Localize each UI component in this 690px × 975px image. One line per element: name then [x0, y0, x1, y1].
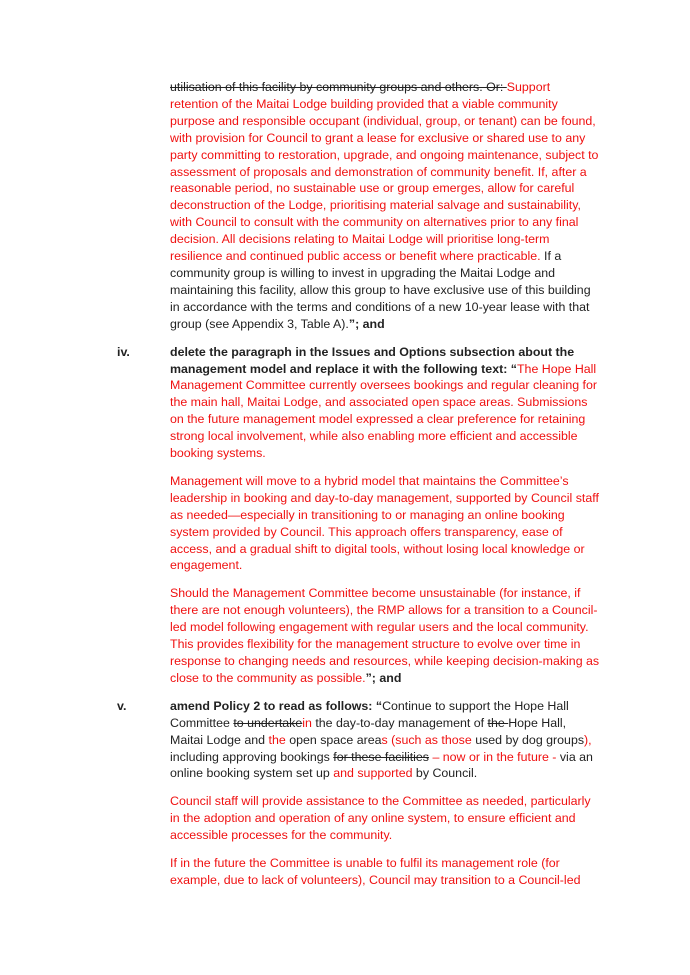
list-item-number: iv. [117, 344, 130, 359]
bold-text: delete the paragraph in the Issues and O… [170, 344, 575, 376]
inserted-text: The Hope Hall Management Committee curre… [170, 361, 598, 461]
list-item: v.amend Policy 2 to read as follows: “Co… [117, 698, 600, 889]
deleted-text: for these facilities [333, 749, 429, 764]
body-text: If a community group is willing to inves… [170, 249, 591, 331]
deleted-text: utilisation of this facility by communit… [170, 80, 507, 94]
list-item: iv. delete the paragraph in the Issues an… [117, 344, 600, 687]
body-text: via an online booking system set up [170, 749, 593, 781]
paragraph: delete the paragraph in the Issues and O… [170, 344, 600, 462]
body-text: open space area [285, 732, 382, 747]
paragraph: utilisation of this facility by communit… [170, 79, 600, 333]
document-page: utilisation of this facility by communit… [117, 79, 600, 900]
bold-text: amend Policy 2 to read as follows: “ [170, 698, 383, 713]
paragraph: Management will move to a hybrid model t… [170, 473, 600, 574]
body-text: used by dog groups [471, 732, 585, 747]
deleted-text: the [487, 715, 509, 730]
inserted-text: Support retention of the Maitai Lodge bu… [170, 80, 599, 264]
inserted-text: Council staff will provide assistance to… [170, 794, 591, 843]
inserted-text: ), [584, 732, 592, 747]
inserted-text: s (such as those [381, 732, 472, 747]
body-text: the day-to-day management of [311, 715, 488, 730]
inserted-text: and supported [333, 766, 413, 781]
paragraph: Should the Management Committee become u… [170, 585, 600, 686]
paragraph: amend Policy 2 to read as follows: “Cont… [170, 698, 600, 783]
inserted-text: Should the Management Committee become u… [170, 586, 600, 685]
body-text: including approving bookings [170, 749, 334, 764]
paragraph: Council staff will provide assistance to… [170, 793, 600, 844]
list-item-number: v. [117, 698, 127, 713]
body-text: Hope Hall, Maitai Lodge and [170, 715, 567, 747]
inserted-text: Management will move to a hybrid model t… [170, 473, 599, 573]
body-text: Continue to support the Hope Hall Commit… [170, 698, 569, 730]
bold-text: ”; and [365, 670, 402, 685]
inserted-text: If in the future the Committee is unable… [170, 856, 581, 887]
inserted-text: the [268, 732, 286, 747]
inserted-text: – now or in the future - [429, 749, 557, 764]
body-text: by Council. [412, 766, 478, 781]
inserted-text: in [302, 715, 312, 730]
deleted-text: to undertake [233, 715, 303, 730]
bold-text: ”; and [348, 316, 385, 331]
paragraph: If in the future the Committee is unable… [170, 855, 600, 889]
